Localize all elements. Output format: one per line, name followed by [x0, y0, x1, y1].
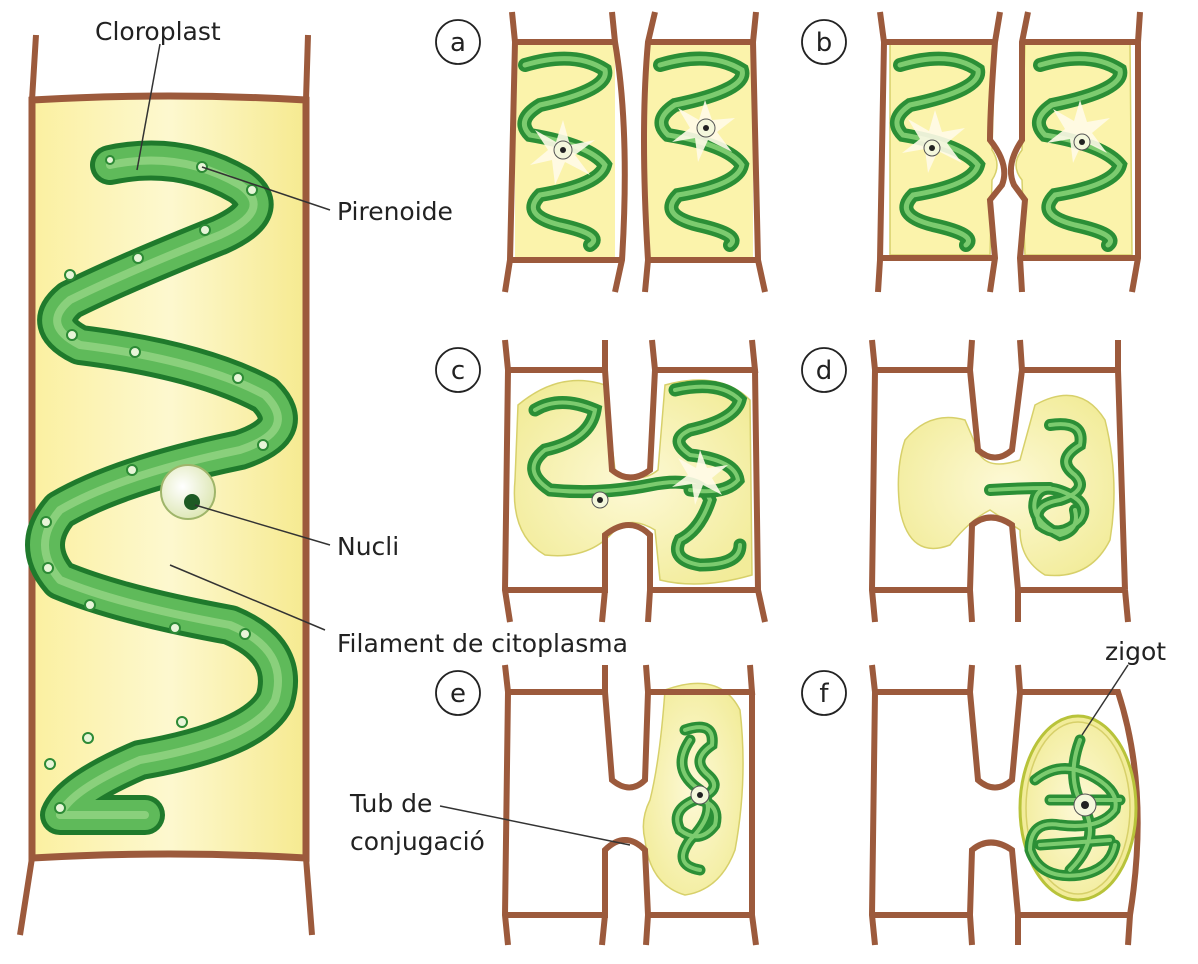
nucleolus [184, 494, 200, 510]
stage-d [872, 340, 1128, 622]
label-cytoplasm-filament: Filament de citoplasma [337, 629, 628, 658]
label-nucleus: Nucli [337, 532, 399, 561]
label-zygote: zigot [1105, 637, 1166, 666]
stage-label-f: f [819, 679, 829, 709]
nucleus [161, 465, 215, 519]
stage-e [505, 665, 756, 945]
stage-c [505, 340, 765, 622]
conjugation-tube-label: Tub de conjugació [349, 789, 630, 856]
large-cell [20, 35, 325, 935]
stage-label-d: d [816, 356, 833, 386]
stage-label-e: e [450, 679, 466, 709]
label-conjugation-tube-line2: conjugació [350, 827, 485, 856]
label-pyrenoid: Pirenoide [337, 197, 453, 226]
stage-label-b: b [816, 28, 833, 58]
stage-a [505, 12, 765, 292]
stage-b [878, 12, 1140, 292]
label-chloroplast: Cloroplast [95, 17, 221, 46]
label-conjugation-tube-line1: Tub de [349, 789, 432, 818]
stage-label-a: a [450, 28, 466, 58]
stage-f: zigot [872, 637, 1166, 945]
stage-markers [436, 20, 846, 715]
stage-label-c: c [451, 356, 465, 386]
